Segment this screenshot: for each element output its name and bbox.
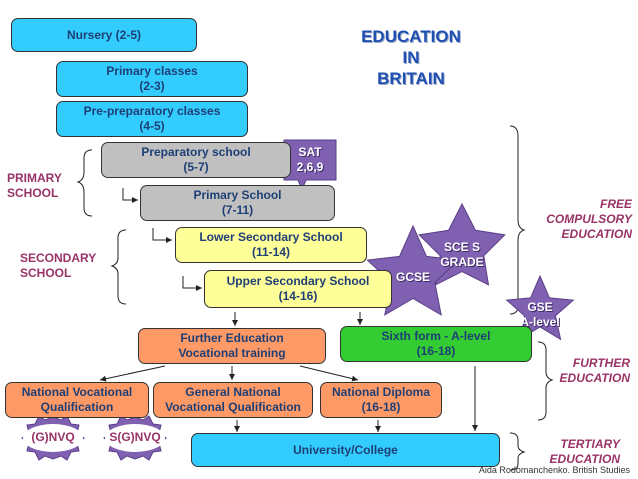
diagram-title: EDUCATION IN BRITAIN — [361, 27, 461, 88]
gnvq-badge-inner — [23, 424, 83, 452]
sce-grade-badge: SCE S GRADE — [440, 240, 484, 269]
tertiary-brace — [509, 432, 526, 471]
lower-secondary-box: Lower Secondary School (11-14) — [175, 227, 367, 263]
free-compulsory-label: FREE COMPULSORY EDUCATION — [546, 197, 632, 241]
national-diploma-box: National Diploma (16-18) — [320, 382, 442, 418]
pre-preparatory-box: Pre-preparatory classes (4-5) — [56, 101, 248, 137]
connector-to-lower-secondary — [152, 228, 172, 243]
gcse-badge: GCSE — [395, 270, 430, 284]
upper-secondary-box: Upper Secondary School (14-16) — [204, 270, 392, 308]
connector-to-upper-secondary — [182, 276, 202, 291]
national-vocational-box: National Vocational Qualification — [5, 382, 149, 418]
sgnvq-badge-inner — [105, 424, 165, 452]
arrow-further-to-diploma — [299, 365, 359, 382]
further-education-label: FURTHER EDUCATION — [559, 356, 630, 385]
primary-school-label: PRIMARY SCHOOL — [7, 171, 62, 200]
general-national-vocational-box: General National Vocational Qualificatio… — [153, 382, 313, 418]
nursery-box: Nursery (2-5) — [11, 18, 197, 52]
sixth-form-box: Sixth form - A-level (16-18) — [340, 326, 532, 362]
secondary-brace — [110, 229, 127, 305]
gnvq-badge: (G)NVQ — [31, 430, 75, 444]
sat-badge: SAT 2,6,9 — [296, 145, 324, 174]
further-brace — [537, 341, 554, 421]
arrow-further-to-nvq — [99, 365, 166, 382]
connector-prep-to-primary — [122, 188, 138, 203]
university-college-box: University/College — [191, 433, 500, 467]
gse-star-shape — [505, 274, 575, 341]
primary-classes-box: Primary classes (2-3) — [56, 61, 248, 97]
sgnvq-badge: S(G)NVQ — [109, 430, 161, 444]
author-credit: Aida Rodomanchenko. British Studies — [478, 465, 630, 475]
secondary-school-label: SECONDARY SCHOOL — [20, 251, 97, 280]
gse-a-level-badge: GSE A-level — [520, 300, 560, 329]
preparatory-school-box: Preparatory school (5-7) — [101, 142, 291, 178]
primary-brace — [76, 149, 93, 217]
primary-school-box: Primary School (7-11) — [140, 185, 335, 221]
further-education-box: Further Education Vocational training — [138, 328, 326, 364]
tertiary-education-label: TERTIARY EDUCATION — [549, 437, 620, 466]
